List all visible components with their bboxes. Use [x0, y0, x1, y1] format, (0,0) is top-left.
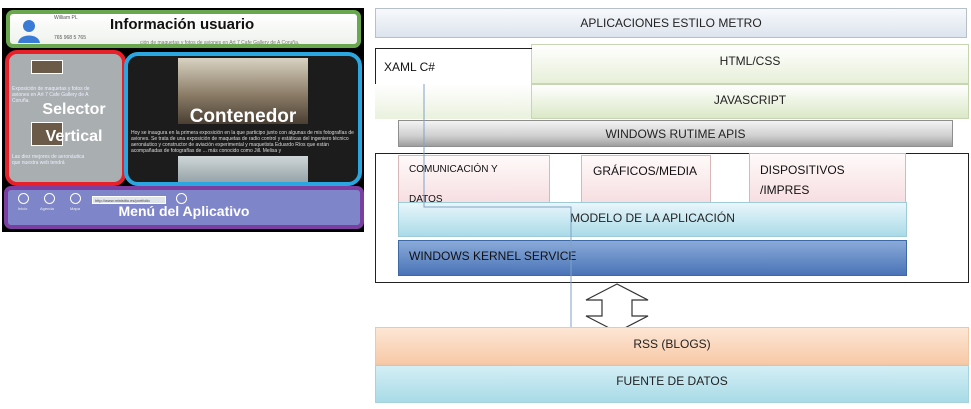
selector-label-line: Selector [42, 101, 106, 118]
selector-item-text: Las diez mejores de aeronáutica que nues… [12, 154, 85, 166]
app-model-layer: MODELO DE LA APLICACIÓN [398, 202, 907, 237]
selector-label-line: Vertical [45, 128, 103, 145]
url-field[interactable]: http://www.minisitio.es/portfolio [92, 196, 166, 204]
app-menu-bar: Inicio Agenda Mapa http://www.minisitio.… [4, 186, 364, 229]
xaml-connector-line [423, 84, 572, 330]
selector-thumbnail[interactable] [31, 122, 63, 146]
comms-label-line: COMUNICACIÓN Y [409, 164, 498, 175]
content-photo [178, 58, 308, 124]
user-phone-text: 765 968 5 765 [54, 35, 86, 41]
user-info-subtext: ción de maquetas y fotos de aviones en A… [140, 40, 300, 46]
go-icon[interactable] [176, 193, 187, 204]
runtime-services-group [375, 153, 969, 283]
content-article-text: Hoy se inaugura en la primera exposición… [131, 130, 354, 154]
user-avatar-icon [18, 20, 40, 43]
selector-thumbnail[interactable] [31, 60, 63, 74]
menu-caption: Mapa [70, 206, 81, 211]
container-panel-label: Contenedor [189, 106, 297, 127]
metro-apps-layer: APLICACIONES ESTILO METRO [375, 8, 967, 38]
info-panel-title: Información usuario [110, 16, 255, 33]
home-icon[interactable] [18, 193, 29, 204]
devices-label-line: DISPOSITIVOS [760, 163, 845, 177]
windows-kernel-service-layer: WINDOWS KERNEL SERVICE [398, 240, 907, 276]
rss-blogs-source: RSS (BLOGS) [375, 327, 969, 365]
xaml-csharp-label: XAML C# [384, 60, 435, 74]
bidirectional-arrow-icon [585, 283, 649, 333]
comms-label-line: DATOS [409, 194, 443, 205]
xaml-area [375, 84, 531, 119]
selector-item-text: Exposición de maquetas y fotos de avione… [12, 86, 90, 104]
calendar-icon[interactable] [44, 193, 55, 204]
menu-caption: Inicio [18, 206, 28, 211]
javascript-layer: JAVASCRIPT [531, 84, 969, 119]
selector-panel-label: Selector Vertical [29, 96, 119, 150]
menu-caption: Agenda [40, 206, 54, 211]
user-name-text: William PL [54, 15, 78, 21]
communication-data-box: COMUNICACIÓN Y DATOS [398, 155, 550, 205]
devices-printing-box: DISPOSITIVOS /IMPRES [749, 153, 906, 205]
map-icon[interactable] [70, 193, 81, 204]
user-info-panel: William PL 765 968 5 765 ción de maqueta… [6, 10, 361, 48]
content-photo [178, 156, 308, 182]
content-container-panel: Hoy se inaugura en la primera exposición… [124, 52, 362, 186]
devices-label-line: /IMPRES [760, 183, 810, 197]
html-css-layer: HTML/CSS [531, 44, 969, 84]
menu-bar-label: Menú del Aplicativo [118, 203, 250, 219]
windows-runtime-apis-layer: WINDOWS RUTIME APIS [398, 120, 953, 147]
data-source-layer: FUENTE DE DATOS [375, 365, 969, 403]
xaml-divider [375, 48, 532, 49]
vertical-selector-panel[interactable]: Exposición de maquetas y fotos de avione… [5, 50, 126, 186]
